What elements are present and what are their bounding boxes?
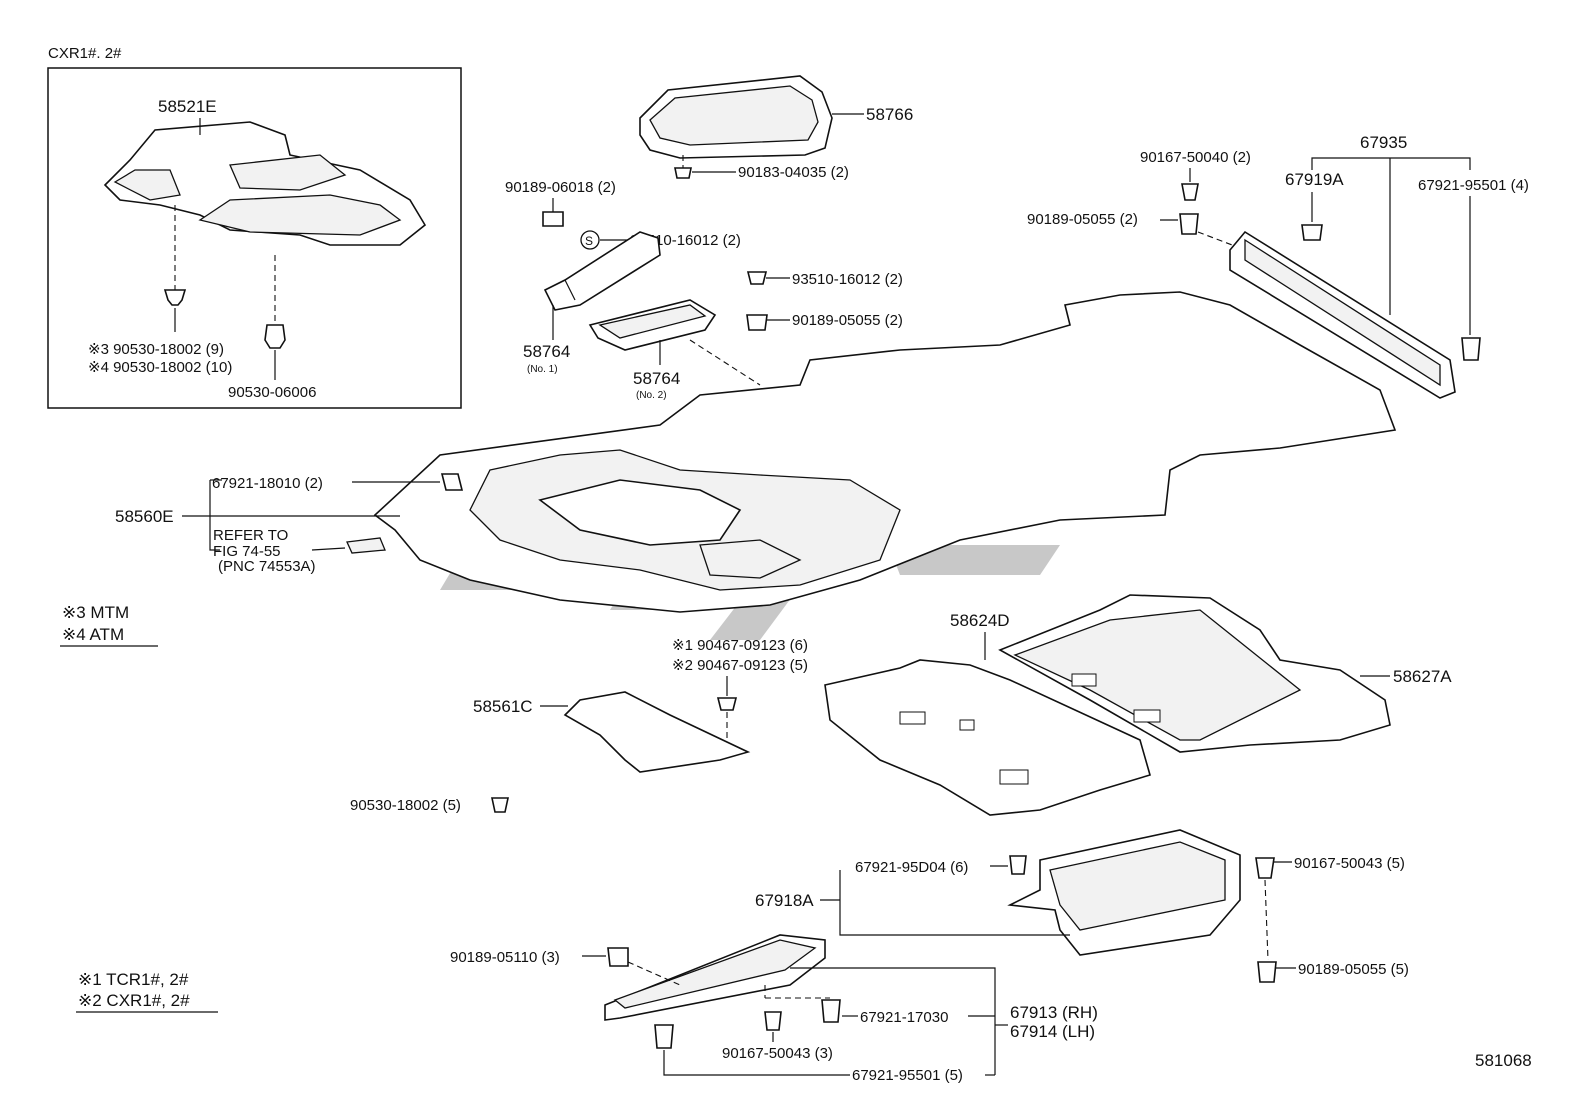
leader-67921-95501-5 <box>663 1050 850 1076</box>
label-58764-no1-sub: (No. 1) <box>527 364 558 375</box>
label-90189-06018: 90189-06018 (2) <box>505 179 616 196</box>
label-67921-18010: 67921-18010 (2) <box>212 475 323 492</box>
label-90530-18002-10: ※4 90530-18002 (10) <box>88 359 232 376</box>
part-58624d[interactable] <box>824 659 1151 816</box>
leader-dash-58764 <box>689 339 761 386</box>
inset-floor-silencer-58521e[interactable] <box>103 121 427 246</box>
label-67921-95501-4: 67921-95501 (4) <box>1418 177 1529 194</box>
label-90467-09123-5: ※2 90467-09123 (5) <box>672 657 808 674</box>
label-fig-74-55: FIG 74-55 <box>213 543 281 560</box>
label-90167-50040: 90167-50040 (2) <box>1140 149 1251 166</box>
label-58766: 58766 <box>866 105 913 124</box>
label-90189-05055-5: 90189-05055 (5) <box>1298 961 1409 978</box>
s-mark-icon <box>580 230 600 250</box>
clip-icon-90189-05055-5[interactable] <box>1257 961 1277 983</box>
label-67914-lh: 67914 (LH) <box>1010 1022 1095 1041</box>
leader-dash-67935 <box>1197 231 1241 249</box>
part-58560e-floor-carpet[interactable] <box>373 291 1397 613</box>
inset-title: CXR1#. 2# <box>48 45 122 62</box>
part-67913-67914-scuff-plate[interactable] <box>604 934 826 1021</box>
hole-c <box>999 769 1029 785</box>
label-67921-17030: 67921-17030 <box>860 1009 948 1026</box>
label-90530-06006: 90530-06006 <box>228 384 316 401</box>
clip-icon-90530-18002[interactable] <box>163 289 187 306</box>
label-93510-16012-b: 93510-16012 (2) <box>792 271 903 288</box>
label-58764-no2: 58764 <box>633 369 680 388</box>
bracket-67913 <box>790 967 996 1075</box>
part-67935-scuff-plate[interactable] <box>1229 230 1456 399</box>
hole-e <box>1133 709 1161 723</box>
label-90530-18002-5: 90530-18002 (5) <box>350 797 461 814</box>
label-90183-04035: 90183-04035 (2) <box>738 164 849 181</box>
label-refer-to: REFER TO <box>213 527 288 544</box>
clip-icon-90189-05055-b[interactable] <box>1179 213 1199 235</box>
hole-d <box>1071 673 1097 687</box>
figure-id: 581068 <box>1475 1051 1532 1070</box>
clip-icon-67921-95d04[interactable] <box>1009 855 1027 875</box>
part-67918a-step-cover[interactable] <box>1007 829 1241 956</box>
part-58627a[interactable] <box>998 594 1391 753</box>
label-90189-05110: 90189-05110 (3) <box>450 949 560 966</box>
label-58764-no2-sub: (No. 2) <box>636 390 667 401</box>
label-67913-rh: 67913 (RH) <box>1010 1003 1098 1022</box>
clip-icon-90189-06018[interactable] <box>542 211 564 227</box>
label-67918a: 67918A <box>755 891 814 910</box>
bracket-58560e <box>209 480 220 551</box>
clip-icon-90167-50040[interactable] <box>1181 183 1199 201</box>
part-58764-no1[interactable] <box>543 231 661 311</box>
clip-icon-67921-95501-5[interactable] <box>654 1024 674 1049</box>
part-58561c[interactable] <box>563 691 751 773</box>
label-67921-95d04: 67921-95D04 (6) <box>855 859 968 876</box>
bracket-67935 <box>1311 157 1471 170</box>
clip-icon-90189-05055-a[interactable] <box>746 314 768 331</box>
legend-tcr: ※1 TCR1#, 2# <box>78 970 189 989</box>
label-67919a: 67919A <box>1285 170 1344 189</box>
clip-icon-67921-95501-top[interactable] <box>1461 337 1481 361</box>
clip-icon-90183-04035[interactable] <box>674 167 692 179</box>
leader-dash-67918a <box>1264 879 1269 961</box>
label-90467-09123-6: ※1 90467-09123 (6) <box>672 637 808 654</box>
inset-frame <box>47 67 462 409</box>
label-58561c: 58561C <box>473 697 533 716</box>
clip-icon-90530-06006[interactable] <box>264 324 286 349</box>
part-58766[interactable] <box>639 75 833 159</box>
clip-icon-67919a[interactable] <box>1301 224 1323 241</box>
label-pnc-74553a: (PNC 74553A) <box>218 558 316 575</box>
label-67921-95501-5: 67921-95501 (5) <box>852 1067 963 1084</box>
part-58764-no2[interactable] <box>588 299 717 351</box>
clip-icon-93510-16012-b[interactable] <box>746 271 768 285</box>
legend-cxr: ※2 CXR1#, 2# <box>78 991 190 1010</box>
label-90167-50043-5: 90167-50043 (5) <box>1294 855 1405 872</box>
clip-icon-90467-09123[interactable] <box>716 697 738 711</box>
label-58627a: 58627A <box>1393 667 1452 686</box>
clip-icon-67921-18010[interactable] <box>440 473 464 491</box>
label-90167-50043-3: 90167-50043 (3) <box>722 1045 833 1062</box>
label-58624d: 58624D <box>950 611 1010 630</box>
label-58521e: 58521E <box>158 97 217 116</box>
label-58560e: 58560E <box>115 507 174 526</box>
legend-mtm: ※3 MTM <box>62 603 129 622</box>
clip-icon-90167-50043-5[interactable] <box>1255 857 1275 879</box>
clip-icon-90167-50043-3[interactable] <box>764 1011 782 1031</box>
hole-b <box>959 719 975 731</box>
clip-icon-67921-17030[interactable] <box>821 999 841 1023</box>
label-67935: 67935 <box>1360 133 1407 152</box>
label-90189-05055-a: 90189-05055 (2) <box>792 312 903 329</box>
clip-icon-90189-05110[interactable] <box>607 947 629 967</box>
label-58764-no1: 58764 <box>523 342 570 361</box>
clip-icon-90530-18002-5[interactable] <box>491 797 509 813</box>
hole-a <box>899 711 926 725</box>
label-90189-05055-b: 90189-05055 (2) <box>1027 211 1138 228</box>
legend-atm: ※4 ATM <box>62 625 124 644</box>
bracket-67918a <box>839 870 1070 936</box>
leader-refer <box>311 547 346 551</box>
s-mark-letter: S <box>585 234 593 248</box>
label-90530-18002-9: ※3 90530-18002 (9) <box>88 341 224 358</box>
reference-pad <box>346 537 386 554</box>
